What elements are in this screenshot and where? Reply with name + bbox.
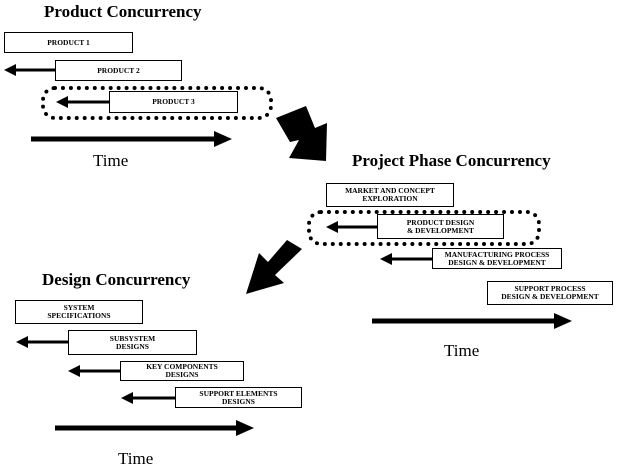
transition-arrow-right-down (276, 106, 327, 161)
product-time-arrow (31, 131, 232, 147)
subsystem-left-arrow (16, 336, 68, 348)
manufacturing-process-box: MANUFACTURING PROCESS DESIGN & DEVELOPME… (432, 248, 562, 269)
product-2-left-arrow (4, 64, 55, 76)
manufacturing-left-arrow (380, 253, 432, 265)
product-3-dotted-highlight (41, 86, 273, 120)
phase-concurrency-title: Project Phase Concurrency (352, 151, 551, 170)
product-design-dotted-highlight (307, 210, 541, 246)
support-elements-designs-box: SUPPORT ELEMENTS DESIGNS (175, 387, 302, 408)
key-components-designs-box: KEY COMPONENTS DESIGNS (120, 361, 244, 381)
product-3-box: PRODUCT 3 (109, 91, 238, 113)
design-concurrency-title: Design Concurrency (42, 270, 191, 289)
market-concept-box: MARKET AND CONCEPT EXPLORATION (326, 183, 454, 207)
phase-time-arrow (372, 313, 572, 329)
transition-arrow-left-down (246, 240, 302, 294)
product-time-label: Time (93, 151, 129, 170)
subsystem-designs-box: SUBSYSTEM DESIGNS (68, 330, 197, 355)
product-1-box: PRODUCT 1 (4, 32, 133, 53)
product-3-left-arrow (56, 96, 109, 108)
product-design-left-arrow (326, 221, 377, 233)
phase-time-label: Time (444, 341, 480, 360)
support-elements-left-arrow (121, 392, 175, 404)
design-time-arrow (55, 420, 254, 436)
support-process-box: SUPPORT PROCESS DESIGN & DEVELOPMENT (487, 281, 613, 305)
key-components-left-arrow (68, 365, 120, 377)
system-specifications-box: SYSTEM SPECIFICATIONS (15, 300, 143, 324)
product-concurrency-title: Product Concurrency (44, 2, 202, 21)
product-2-box: PRODUCT 2 (55, 60, 182, 81)
product-design-box: PRODUCT DESIGN & DEVELOPMENT (377, 214, 504, 239)
design-time-label: Time (118, 449, 154, 468)
